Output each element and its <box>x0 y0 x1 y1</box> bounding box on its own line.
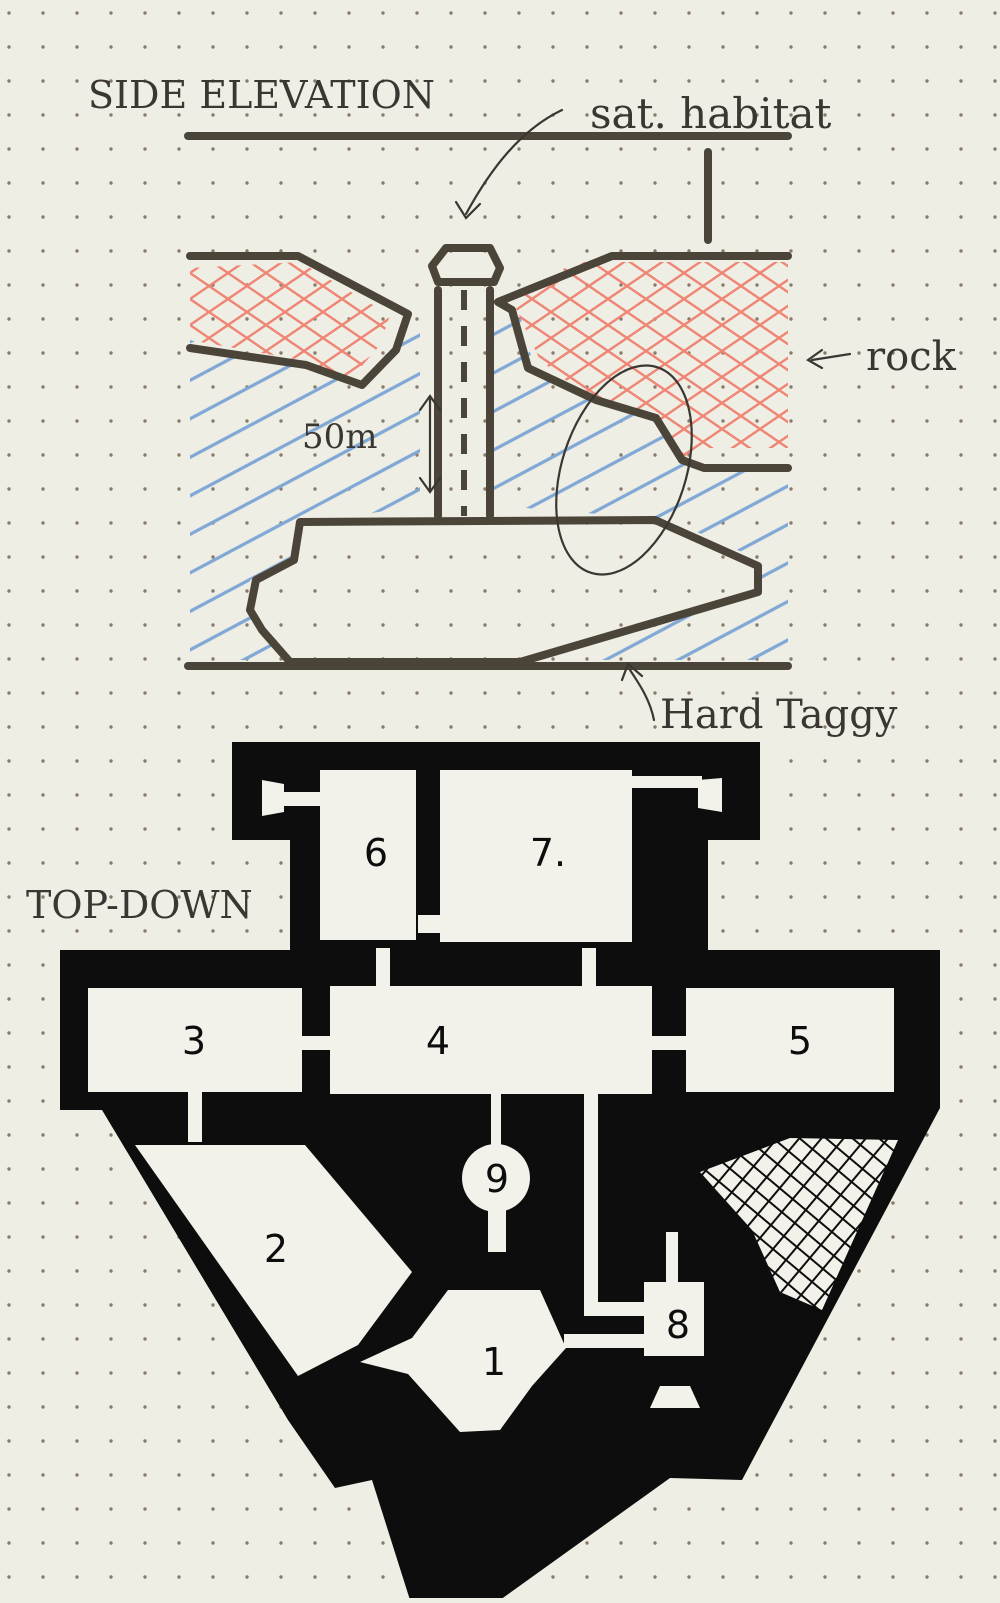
area-circle <box>555 364 693 576</box>
door-3-4 <box>302 1036 332 1050</box>
room-3-floor <box>88 988 302 1092</box>
depth-arrow-heads <box>418 394 442 494</box>
room-6-floor <box>320 770 416 940</box>
alcove-east <box>698 778 722 812</box>
door-4-5 <box>650 1036 688 1050</box>
habitat-arrow-head <box>454 200 482 220</box>
collapsed-grid-area <box>700 1138 898 1310</box>
top-down-map: TOP-DOWN <box>26 742 940 1600</box>
corridor-1-8 <box>564 1334 644 1348</box>
room-9-floor <box>462 1144 530 1212</box>
door-6-7 <box>418 915 442 933</box>
corridor-4-9 <box>491 1024 501 1152</box>
rock-mass-left <box>190 262 390 380</box>
stair-8-south <box>650 1386 700 1408</box>
door-7-4 <box>582 948 596 988</box>
rock-arrow <box>810 352 852 362</box>
creature-label: Hard Taggy <box>660 692 898 738</box>
habitat-arrow <box>464 108 564 216</box>
room-9-label: 9 <box>485 1157 509 1201</box>
top-down-heading: TOP-DOWN <box>26 883 253 927</box>
alcove-west <box>262 780 284 816</box>
rock-label: rock <box>866 334 957 380</box>
creature-arrow-head <box>620 662 644 682</box>
rock-mass-right <box>512 262 788 460</box>
side-elevation-drawing: SIDE ELEVATION sat. habitat rock 50m Har… <box>88 73 957 738</box>
corridor-9-1 <box>488 1210 506 1252</box>
room-1-floor <box>360 1290 566 1432</box>
room-2-floor <box>135 1145 412 1376</box>
floors <box>88 770 894 1432</box>
habitat-label: sat. habitat <box>590 89 831 138</box>
stair-8-north <box>666 1232 678 1282</box>
door-6-4 <box>376 948 390 988</box>
room-5-label: 5 <box>788 1019 812 1063</box>
creature-arrow <box>628 668 656 722</box>
room-8-label: 8 <box>666 1303 690 1347</box>
room-6-label: 6 <box>364 831 388 875</box>
corridor-8-link <box>584 1302 648 1316</box>
room-3-label: 3 <box>182 1019 206 1063</box>
room-7-floor <box>440 770 632 942</box>
water-hatch <box>190 315 788 660</box>
room-7-label: 7. <box>530 831 566 875</box>
room-1-label: 1 <box>482 1340 506 1384</box>
corridor-4-8 <box>584 1094 598 1316</box>
room-4-label: 4 <box>426 1019 450 1063</box>
room-5-floor <box>686 988 894 1092</box>
depth-label: 50m <box>302 417 378 457</box>
room-8-floor <box>644 1282 704 1356</box>
rock-outline-left <box>186 252 412 389</box>
alcove-west-passage <box>270 792 330 806</box>
side-elevation-heading: SIDE ELEVATION <box>88 73 435 117</box>
room-2-label: 2 <box>264 1227 288 1271</box>
rock-arrow-head <box>805 348 824 370</box>
rock-outline-right <box>494 252 792 472</box>
habitat-module <box>428 244 504 286</box>
alcove-east-passage <box>632 776 702 788</box>
door-3-2 <box>188 1092 202 1142</box>
